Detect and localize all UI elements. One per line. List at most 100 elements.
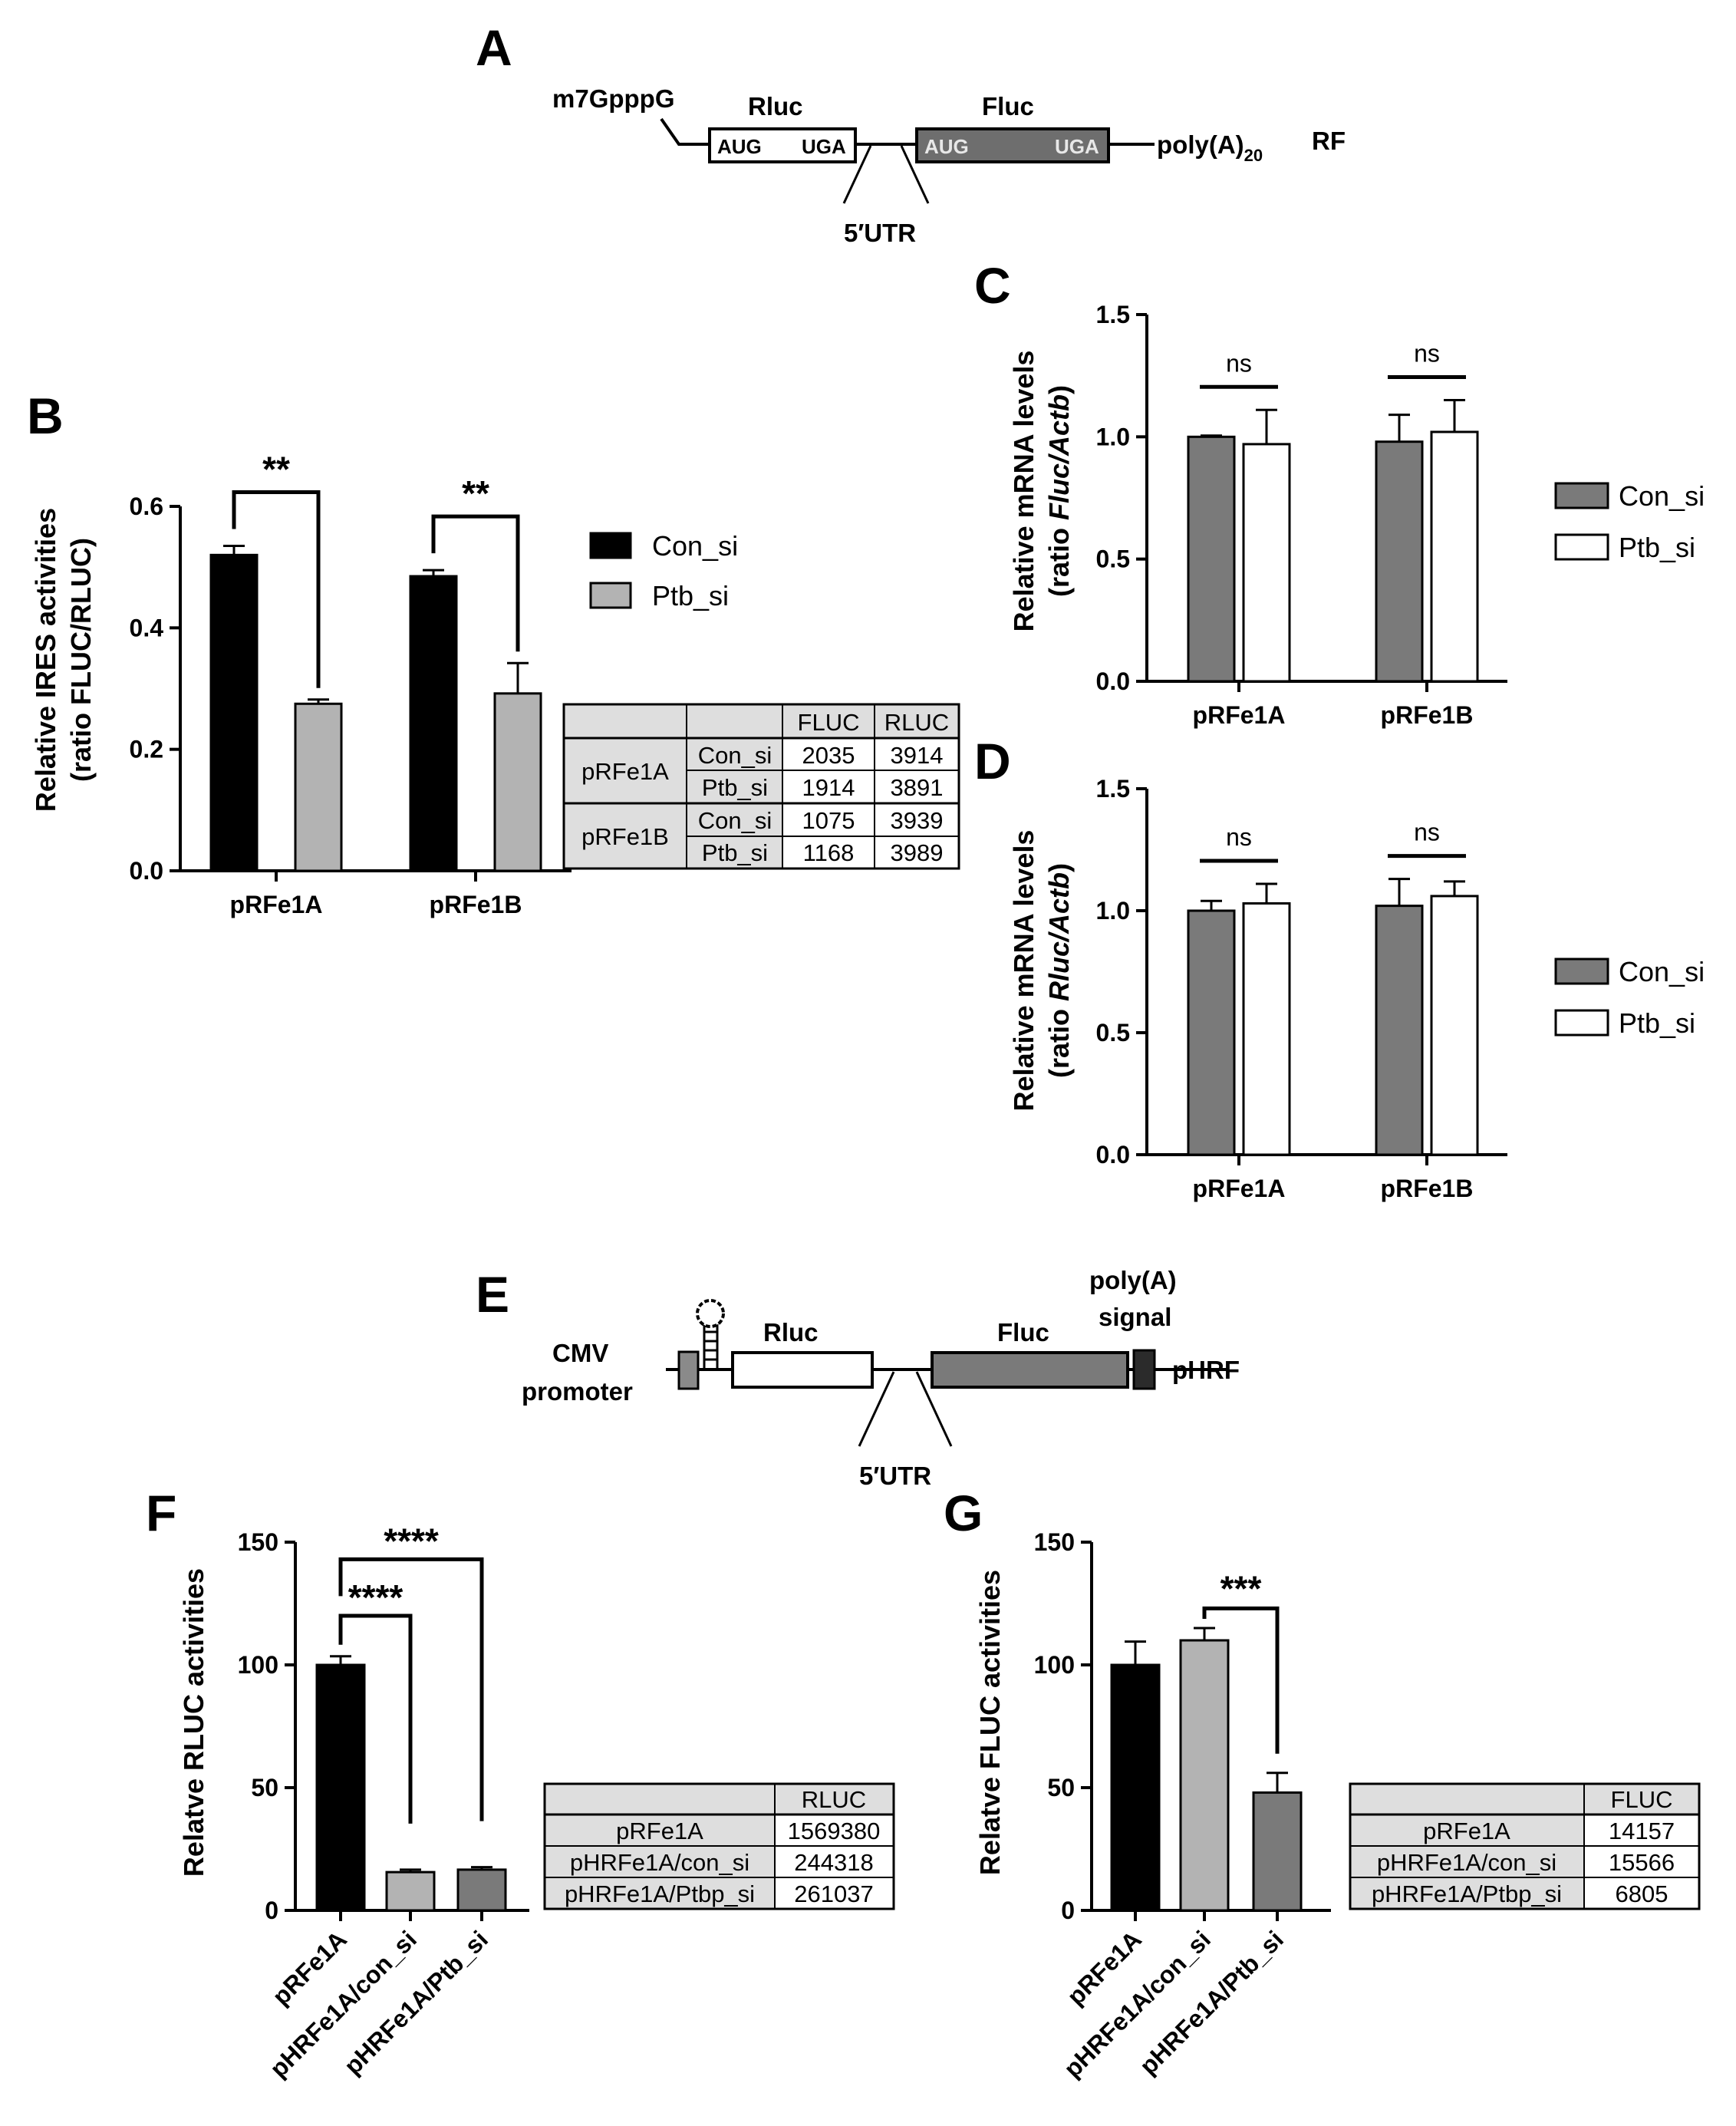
bar-phrfe1a-ptb-si (1252, 1791, 1303, 1912)
legend-label-con-si: Con_si (1619, 480, 1705, 512)
y-tick-label: 150 (1034, 1528, 1075, 1556)
y-tick-label: 0.0 (130, 857, 163, 885)
chart-d-rluc-mrna: Relative mRNA levels (ratio Rluc/Actb) 0… (1008, 775, 1705, 1202)
fluc-aug: AUG (924, 135, 969, 158)
legend-label-ptb-si: Ptb_si (1619, 1007, 1695, 1039)
table-cell: 1168 (803, 839, 855, 866)
bar-ptb-si-prfe1b (493, 692, 542, 872)
significance-bracket (431, 514, 520, 652)
significance-label: ns (1226, 823, 1252, 851)
bar-ptb-si-prfe1b (1430, 895, 1479, 1156)
y-tick-label: 150 (238, 1528, 278, 1556)
table-cell: Ptb_si (702, 839, 768, 866)
y-tick-label: 0.5 (1096, 1019, 1130, 1047)
rluc-aug: AUG (717, 135, 762, 158)
y-axis-label-line1: Relative mRNA levels (1008, 351, 1039, 632)
table-cell: 261037 (794, 1880, 873, 1907)
y-tick-label: 1.0 (1096, 423, 1130, 450)
cmv-label-1: CMV (552, 1339, 608, 1367)
panel-label-g: G (944, 1485, 983, 1541)
legend: Con_si Ptb_si (589, 530, 738, 611)
y-tick-label: 1.5 (1096, 775, 1130, 803)
table-cell: 2035 (802, 742, 855, 769)
table-cell: pHRFe1A/Ptbp_si (1372, 1880, 1562, 1907)
legend: Con_si Ptb_si (1554, 956, 1705, 1039)
table-cell: 3891 (891, 774, 944, 801)
bar-prfe1a (1110, 1663, 1161, 1912)
panel-label-b: B (27, 387, 64, 444)
bar-ptb-si-prfe1a (294, 702, 343, 872)
significance-bracket (338, 1557, 484, 1821)
utr-callout-left (842, 145, 872, 204)
y-tick-label: 0.6 (130, 493, 163, 520)
table-cell: pHRFe1A/con_si (570, 1849, 749, 1876)
significance-bracket (1202, 1606, 1280, 1754)
y-tick-label: 0.5 (1096, 546, 1130, 573)
utr-label: 5′UTR (859, 1462, 931, 1490)
y-tick-label: 0.0 (1096, 1141, 1130, 1168)
y-axis-label-line2: (ratio Rluc/Actb) (1043, 863, 1075, 1078)
y-axis-label: Relatve FLUC activities (974, 1570, 1006, 1875)
table-cell: 1914 (802, 774, 855, 801)
significance-label: *** (1220, 1568, 1262, 1608)
panel-label-a: A (476, 19, 512, 76)
x-category-label: pRFe1A (1193, 701, 1286, 729)
table-header-fluc: FLUC (1611, 1786, 1673, 1813)
table-cell: pHRFe1A/Ptbp_si (565, 1880, 755, 1907)
polya-label: poly(A)20 (1157, 130, 1263, 165)
table-cell: pRFe1A (1423, 1818, 1510, 1844)
table-cell: Con_si (698, 742, 772, 769)
fluc-box (931, 1351, 1129, 1389)
table-cell: 3989 (891, 839, 944, 866)
phrf-label: pHRF (1172, 1356, 1240, 1384)
table-cell: 15566 (1609, 1849, 1675, 1876)
fluc-uga: UGA (1055, 135, 1099, 158)
cmv-label-2: promoter (522, 1377, 633, 1406)
utr-callout-left (858, 1371, 895, 1447)
x-category-label: pRFe1A (1193, 1175, 1286, 1202)
fluc-label: Fluc (997, 1318, 1049, 1346)
cap-line (660, 117, 710, 146)
panel-label-d: D (974, 733, 1011, 789)
chart-f-rluc-activity: Relatve RLUC activities 050100150pRFe1Ap… (178, 1521, 895, 2083)
y-tick-label: 50 (251, 1774, 278, 1801)
y-tick-label: 100 (1034, 1651, 1075, 1679)
significance-label: ** (462, 473, 489, 513)
significance-label: ns (1414, 819, 1440, 846)
table-cell: pHRFe1A/con_si (1377, 1849, 1556, 1876)
utr-callout-right (900, 145, 930, 204)
significance-bracket (232, 489, 321, 688)
y-tick-label: 0.0 (1096, 667, 1130, 695)
table-cell: 6805 (1616, 1880, 1668, 1907)
rf-label: RF (1312, 127, 1346, 155)
y-tick-label: 0 (1061, 1897, 1075, 1924)
y-axis-label-line2: (ratio FLUC/RLUC) (65, 538, 97, 782)
table-cell: Con_si (698, 807, 772, 834)
legend-swatch-ptb-si (1554, 533, 1609, 561)
bar-con-si-prfe1b (1375, 905, 1424, 1156)
bar-phrfe1a-con-si (385, 1871, 436, 1912)
panel-label-f: F (146, 1485, 176, 1541)
table-cell: 1569380 (788, 1818, 881, 1844)
legend-swatch-con-si (589, 532, 632, 559)
significance-bracket (338, 1613, 413, 1824)
polya-signal-label-2: signal (1099, 1303, 1171, 1331)
fluc-label: Fluc (982, 92, 1034, 120)
fluc-table: FLUC pRFe1A 14157 pHRFe1A/con_si 15566 p… (1349, 1782, 1701, 1910)
table-header-fluc: FLUC (798, 709, 860, 736)
counts-table: FLUC RLUC pRFe1A pRFe1B Con_si 2035 3914… (562, 703, 960, 870)
y-axis-label-line1: Relative IRES activities (30, 508, 61, 812)
x-category-label: pRFe1B (1381, 701, 1474, 729)
table-cell: 3939 (891, 807, 944, 834)
legend-swatch-con-si (1554, 482, 1609, 509)
hairpin-icon (696, 1299, 725, 1370)
significance-label: ns (1414, 340, 1440, 368)
bar-con-si-prfe1a (209, 553, 259, 872)
bar-ptb-si-prfe1a (1242, 443, 1291, 683)
table-header-rluc: RLUC (884, 709, 949, 736)
bar-con-si-prfe1a (1187, 909, 1236, 1156)
chart-g-fluc-activity: Relatve FLUC activities 050100150pRFe1Ap… (974, 1528, 1701, 2083)
chart-b-ires-activity: Relative IRES activities (ratio FLUC/RLU… (30, 449, 960, 918)
utr-callout-right (915, 1371, 953, 1447)
